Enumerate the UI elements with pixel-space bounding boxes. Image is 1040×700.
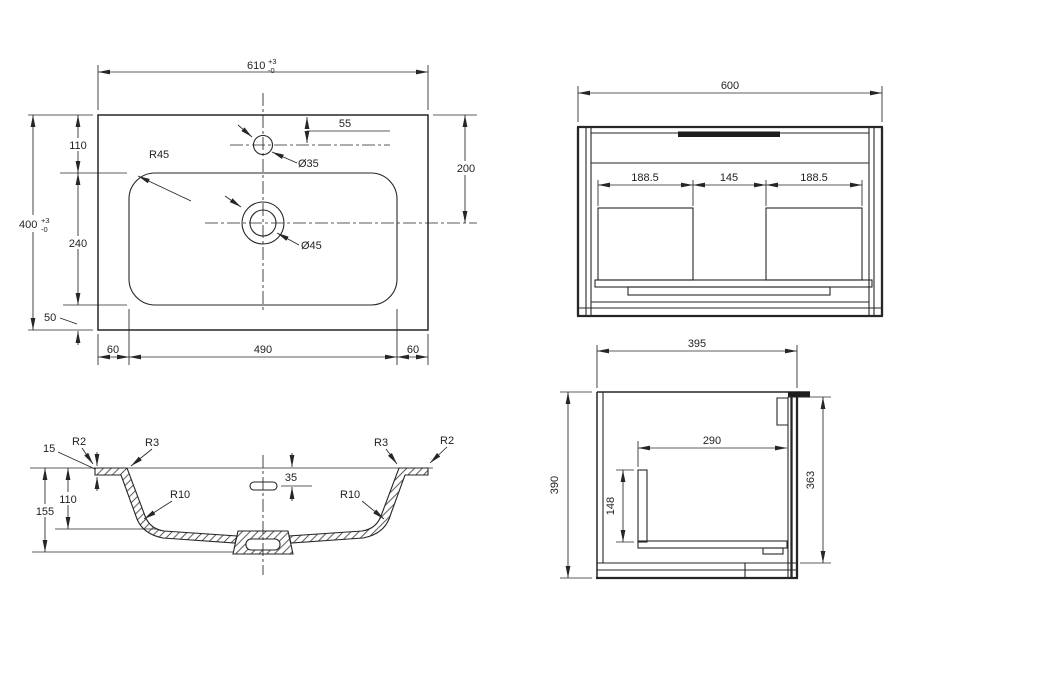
dim-basin-width: 490 (254, 344, 272, 356)
dim-cabinet-depth: 395 (688, 338, 706, 350)
counter-lip (788, 392, 810, 397)
dim-cabinet-height: 390 (549, 476, 561, 494)
leader-arrow (429, 446, 448, 464)
dim-rim-thickness: 15 (43, 443, 55, 455)
dim-margin-right: 60 (407, 344, 419, 356)
dim-drawer-gap: 145 (720, 172, 738, 184)
bracket-step (762, 547, 784, 555)
overflow-slot (249, 481, 278, 491)
bracket-bar (637, 540, 788, 549)
leader-line (59, 317, 78, 325)
dim-inner-radius-right: R3 (374, 437, 388, 449)
dim-bowl-depth: 110 (59, 494, 77, 506)
dim-depth-tol-plus: +3 (41, 216, 50, 225)
dim-faucet-dia: Ø35 (298, 158, 319, 170)
dim-drain-offset: 200 (457, 163, 475, 175)
dim-margin-left: 60 (107, 344, 119, 356)
dim-overflow-offset: 35 (285, 472, 297, 484)
handle-groove (678, 131, 780, 137)
dim-bottom-radius-right: R10 (340, 489, 360, 501)
rail-bar-inset (627, 286, 831, 296)
leader-arrow (130, 448, 153, 467)
leader-line (57, 451, 96, 470)
dim-basin-depth: 240 (69, 238, 87, 250)
bracket-upright (637, 469, 648, 543)
dim-bracket-height: 148 (605, 497, 617, 515)
dim-inner-depth: 290 (703, 435, 721, 447)
dim-total-depth: 155 (36, 506, 54, 518)
drawer-box-left (597, 207, 694, 281)
sink-top-view: 610 +3 -0 400 +3 -0 110 240 50 55 Ø35 (16, 57, 481, 365)
leader-arrow (81, 447, 94, 465)
handle-notch (776, 397, 788, 426)
cabinet-front-view: 600 188.5 145 188.5 (576, 80, 884, 318)
dim-cabinet-width: 600 (721, 80, 739, 92)
text-mask (64, 138, 92, 151)
shell-right-section (288, 467, 429, 544)
text-mask (451, 161, 481, 175)
leader-arrow (361, 500, 385, 520)
text-mask (64, 236, 92, 249)
leader-arrow (276, 232, 300, 246)
dim-basin-bottom-offset: 50 (44, 312, 56, 324)
dim-width-tol-minus: -0 (268, 66, 275, 75)
basin-outline (128, 172, 398, 306)
dim-inner-radius-left: R3 (145, 437, 159, 449)
leader-arrow (271, 151, 298, 164)
shell-left-section (94, 467, 238, 544)
leader-arrow (143, 500, 173, 520)
dim-width-tol-plus: +3 (268, 57, 277, 66)
dim-edge-radius-left: R2 (72, 436, 86, 448)
dim-drain-dia: Ø45 (301, 240, 322, 252)
text-mask (54, 492, 82, 505)
dim-drawer-right: 188.5 (800, 172, 828, 184)
text-mask (31, 504, 60, 517)
dim-faucet-offset: 55 (339, 118, 351, 130)
dim-basin-top-offset: 110 (69, 140, 87, 152)
leader-arrow (137, 175, 192, 202)
dim-drawer-left: 188.5 (631, 172, 659, 184)
sink-section-view: 35 15 R2 R3 R3 R2 R10 R10 110 155 (30, 435, 454, 575)
dim-overall-width: 610 (247, 60, 265, 72)
rail-bar (594, 279, 873, 288)
cabinet-side-view: 395 390 290 148 363 (549, 338, 831, 580)
dim-bottom-radius-left: R10 (170, 489, 190, 501)
drawer-box-right (765, 207, 863, 281)
text-mask (16, 215, 62, 232)
dim-depth-tol-minus: -0 (41, 225, 48, 234)
dim-overall-depth: 400 (19, 219, 37, 231)
leader-arrow (237, 124, 253, 138)
dim-corner-radius: R45 (149, 149, 169, 161)
leader-arrow (224, 195, 242, 208)
leader-arrow (385, 448, 398, 465)
dim-door-height: 363 (805, 471, 817, 489)
dim-edge-radius-right: R2 (440, 435, 454, 447)
